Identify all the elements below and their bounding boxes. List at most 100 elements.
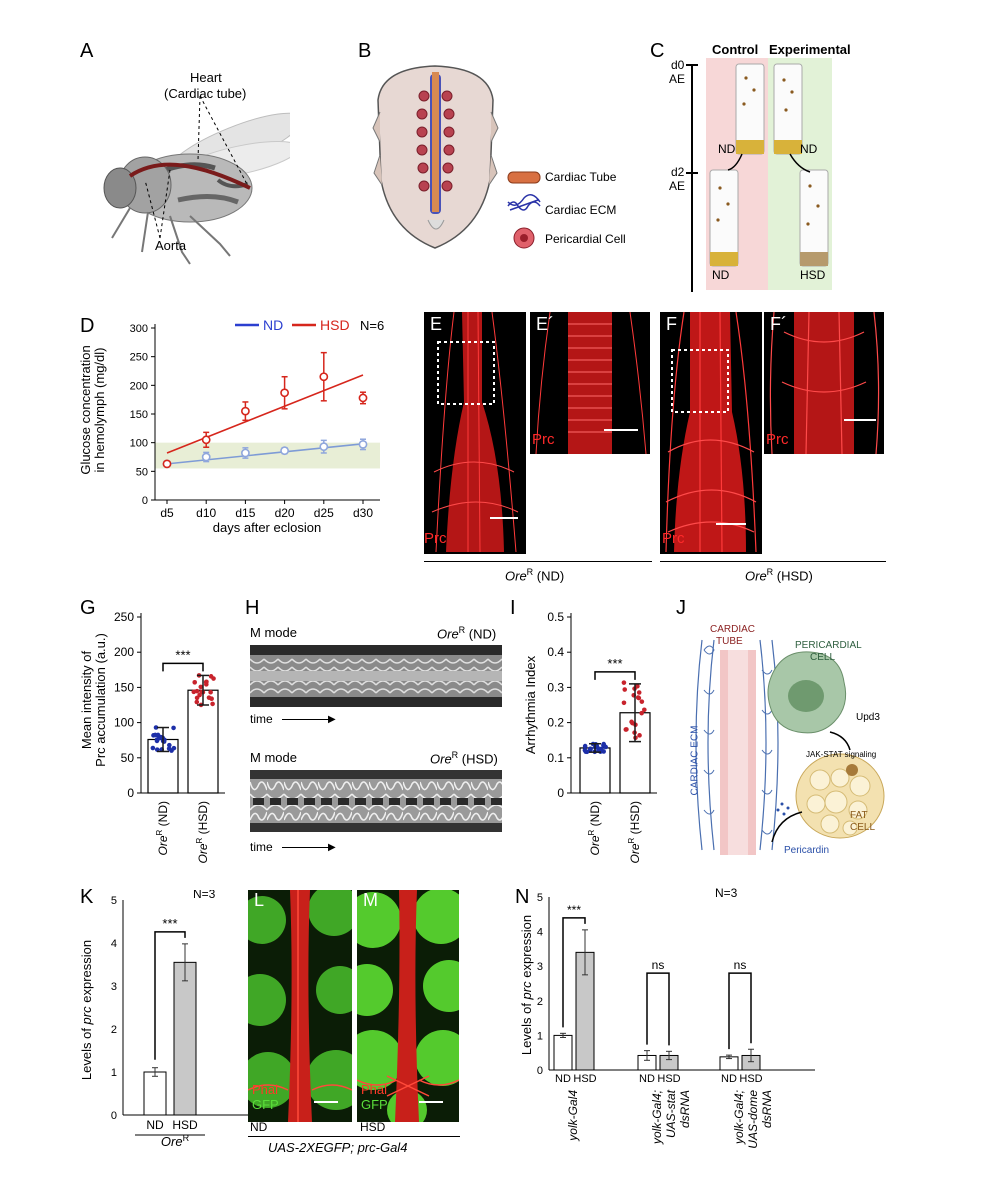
panel-letter-g: G bbox=[80, 597, 96, 619]
chart-n-y-tick-label: 3 bbox=[537, 961, 543, 973]
pericardial-cell-label-1: PERICARDIAL bbox=[795, 640, 862, 651]
timeline-tick-d2 bbox=[686, 172, 698, 174]
legend-cardiac-ecm: Cardiac ECM bbox=[545, 203, 617, 217]
legend-nd-label: ND bbox=[263, 317, 283, 333]
aorta-label: Aorta bbox=[155, 238, 187, 253]
timeline-d0-ae: AE bbox=[669, 72, 686, 86]
scatter-dot bbox=[583, 749, 589, 754]
scatter-dot bbox=[167, 742, 172, 748]
chart-n-y-tick-label: 4 bbox=[537, 927, 543, 939]
chart-k-group-label: OreR bbox=[161, 1133, 190, 1149]
scatter-dot bbox=[636, 695, 642, 701]
chart-k-y-tick-label: 4 bbox=[111, 938, 117, 950]
x-category-label: OreR (ND) bbox=[587, 801, 602, 855]
panel-letter-f-prime: F´ bbox=[770, 314, 787, 334]
cardiac-ecm-label: CARDIAC ECM bbox=[689, 725, 701, 796]
chart-d-xlabel: days after eclosion bbox=[213, 520, 321, 535]
chart-y-tick-label: 100 bbox=[114, 716, 134, 730]
timeline-d2: d2 bbox=[671, 165, 685, 179]
mmode-hsd-genotype: OreR (HSD) bbox=[430, 750, 498, 767]
significance-bracket bbox=[562, 917, 586, 1028]
chart-y-tick-label: 0.3 bbox=[547, 680, 564, 694]
vial-experimental-top bbox=[773, 63, 803, 155]
vial-control-bottom bbox=[709, 169, 739, 267]
chart-k-x-label: HSD bbox=[172, 1118, 198, 1132]
chart-n-bar-label: HSD bbox=[657, 1073, 680, 1085]
x-category-label: OreR (HSD) bbox=[195, 801, 210, 863]
ef-caption-nd: OreR (ND) bbox=[505, 567, 565, 584]
panel-letter-n: N bbox=[515, 886, 530, 908]
chart-d-ylabel-2: in hemolymph (mg/dl) bbox=[92, 348, 107, 473]
chart-k-y-tick-label: 0 bbox=[111, 1110, 117, 1122]
scatter-dot bbox=[639, 710, 644, 716]
mmode-nd-genotype: OreR (ND) bbox=[437, 625, 497, 642]
chart-d-ylabel-1: Glucose concentration bbox=[78, 345, 93, 474]
chart-n-bar-label: ND bbox=[721, 1073, 737, 1085]
chart-y-tick-label: 0.4 bbox=[547, 645, 564, 659]
vial-nd-label-bottom: ND bbox=[712, 268, 730, 282]
micrograph-m bbox=[357, 890, 459, 1122]
data-point-nd bbox=[240, 448, 250, 458]
scatter-dot bbox=[621, 680, 627, 685]
caption-line-hsd bbox=[660, 561, 886, 562]
scatter-dot bbox=[171, 725, 176, 731]
normoglycemia-band bbox=[155, 442, 380, 469]
chart-d-x-tick-label: d25 bbox=[314, 506, 334, 520]
chart-y-tick-label: 150 bbox=[114, 680, 134, 694]
chart-n-y-tick-label: 2 bbox=[537, 996, 543, 1008]
scatter-dot bbox=[166, 746, 172, 751]
chart-k-y-tick-label: 5 bbox=[111, 895, 117, 907]
chart-k-y-tick-label: 3 bbox=[111, 981, 117, 993]
panel-letter-b: B bbox=[358, 40, 372, 62]
significance-label: *** bbox=[607, 656, 622, 671]
scatter-dot bbox=[639, 699, 645, 704]
legend-hsd-label: HSD bbox=[320, 317, 350, 333]
trendline-nd bbox=[166, 443, 364, 465]
chart-n-bar-label: HSD bbox=[573, 1073, 596, 1085]
mmode-hsd-title: M mode bbox=[250, 750, 297, 765]
data-point-hsd bbox=[240, 406, 250, 416]
chart-d-x-tick-label: d5 bbox=[160, 506, 174, 520]
significance-label: ns bbox=[734, 958, 747, 972]
vial-nd-label-top-control: ND bbox=[718, 142, 736, 156]
lm-caption-line bbox=[248, 1136, 460, 1137]
scatter-dot bbox=[171, 745, 177, 751]
scatter-dot bbox=[582, 743, 588, 749]
panel-letter-f: F bbox=[666, 314, 677, 334]
vials-illustration bbox=[709, 63, 829, 267]
panel-letter-l: L bbox=[254, 890, 265, 910]
lm-genotype-caption: UAS-2XEGFP; prc-Gal4 bbox=[268, 1140, 408, 1155]
scatter-dot bbox=[194, 695, 200, 701]
scatter-dot bbox=[601, 741, 607, 747]
vial-experimental-bottom bbox=[799, 169, 829, 267]
data-point-hsd bbox=[358, 393, 368, 403]
scatter-dot bbox=[156, 735, 162, 741]
x-category-label: OreR (ND) bbox=[155, 801, 170, 855]
significance-label: ns bbox=[652, 958, 665, 972]
panel-letter-a: A bbox=[80, 40, 94, 62]
upd3-label: Upd3 bbox=[856, 712, 880, 723]
timeline-d0: d0 bbox=[671, 58, 685, 72]
fly-illustration bbox=[103, 95, 290, 265]
micrograph-m-gfp-label: GFP bbox=[361, 1097, 388, 1112]
micrograph-l bbox=[248, 890, 352, 1122]
chart-k-n-label: N=3 bbox=[193, 890, 216, 901]
significance-label: *** bbox=[175, 647, 190, 662]
scatter-dot bbox=[208, 689, 213, 695]
scatter-dot bbox=[194, 699, 200, 705]
mmode-hsd-time-label: time bbox=[250, 840, 273, 854]
experimental-label: Experimental bbox=[769, 42, 851, 57]
scatter-dot bbox=[587, 746, 593, 752]
pericardin-label: Pericardin bbox=[784, 845, 830, 856]
bar-0 bbox=[579, 747, 611, 794]
micrograph-l-condition: ND bbox=[250, 1120, 268, 1134]
panel-letter-e-prime: E´ bbox=[536, 314, 554, 334]
chart-n-n-label: N=3 bbox=[715, 886, 738, 900]
vial-nd-label-top-experimental: ND bbox=[800, 142, 818, 156]
scatter-dot bbox=[624, 727, 629, 732]
micrograph-f-prc-label: Prc bbox=[662, 530, 685, 547]
scatter-dot bbox=[191, 689, 197, 695]
